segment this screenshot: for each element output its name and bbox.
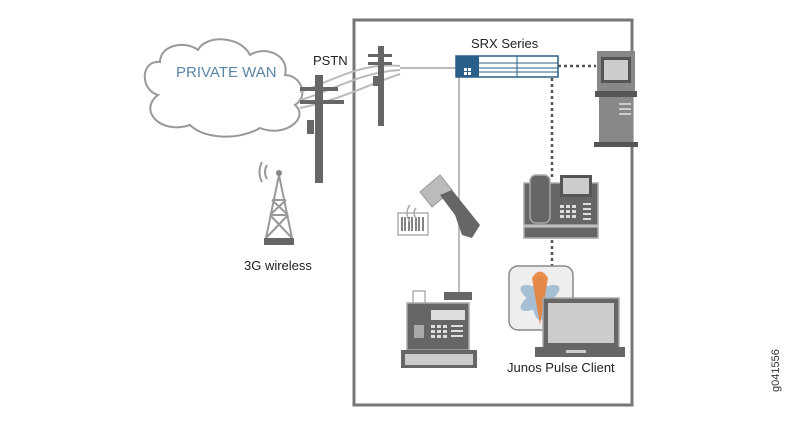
pstn-label: PSTN bbox=[313, 53, 348, 68]
figure-id-label: g041556 bbox=[770, 349, 782, 392]
pstn-utility-pole bbox=[300, 75, 344, 183]
srx-series-gateway[interactable] bbox=[455, 55, 559, 78]
cash-register[interactable] bbox=[401, 290, 477, 368]
private-wan-cloud bbox=[143, 38, 304, 138]
branch-office-boundary bbox=[352, 18, 634, 407]
private-wan-label: PRIVATE WAN bbox=[176, 64, 277, 81]
3g-wireless-label: 3G wireless bbox=[244, 258, 312, 273]
junos-pulse-client-label: Junos Pulse Client bbox=[507, 360, 615, 375]
pstn-wires bbox=[299, 64, 456, 109]
3g-wireless-tower bbox=[258, 161, 294, 245]
pstn-utility-pole-small bbox=[368, 46, 392, 126]
srx-series-label: SRX Series bbox=[471, 36, 539, 51]
barcode-scanner[interactable] bbox=[397, 174, 480, 238]
kiosk-terminal[interactable] bbox=[594, 51, 638, 147]
junos-pulse-client-laptop[interactable] bbox=[508, 265, 625, 357]
ip-phone[interactable] bbox=[523, 174, 599, 239]
